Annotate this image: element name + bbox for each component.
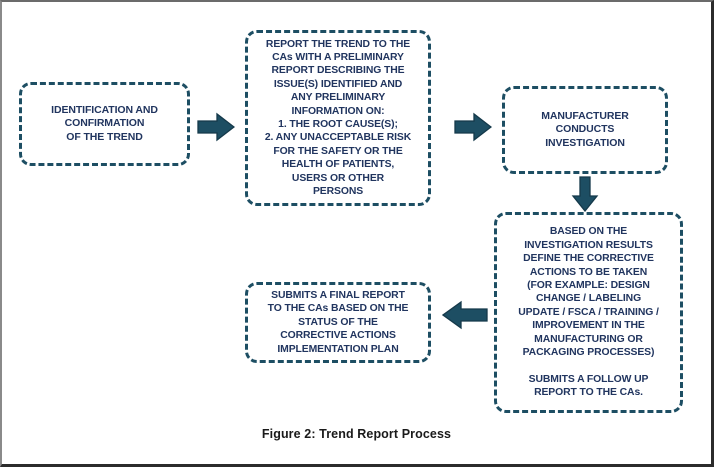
define-corrective-actions-text: BASED ON THE INVESTIGATION RESULTS DEFIN… bbox=[518, 226, 659, 399]
identification-and-confirmation-box: IDENTIFICATION AND CONFIRMATION OF THE T… bbox=[19, 82, 190, 166]
submits-final-report-text: SUBMITS A FINAL REPORT TO THE CAs BASED … bbox=[267, 289, 409, 355]
arrow-right-identification-to-report-icon bbox=[197, 112, 235, 142]
figure-caption: Figure 2: Trend Report Process bbox=[261, 427, 452, 441]
identification-and-confirmation-text: IDENTIFICATION AND CONFIRMATION OF THE T… bbox=[51, 104, 158, 143]
manufacturer-conducts-investigation-box: MANUFACTURER CONDUCTS INVESTIGATION bbox=[502, 86, 668, 174]
submits-final-report-box: SUBMITS A FINAL REPORT TO THE CAs BASED … bbox=[245, 282, 431, 363]
report-trend-to-cas-box: REPORT THE TREND TO THE CAs WITH A PRELI… bbox=[245, 30, 431, 206]
arrow-right-report-to-investigation-icon bbox=[454, 112, 492, 142]
arrow-left-corrective-to-final-report-icon bbox=[442, 300, 488, 330]
arrow-down-investigation-to-corrective-icon bbox=[570, 176, 600, 212]
report-trend-to-cas-text: REPORT THE TREND TO THE CAs WITH A PRELI… bbox=[264, 38, 412, 198]
manufacturer-conducts-investigation-text: MANUFACTURER CONDUCTS INVESTIGATION bbox=[541, 110, 629, 149]
define-corrective-actions-box: BASED ON THE INVESTIGATION RESULTS DEFIN… bbox=[494, 212, 683, 413]
